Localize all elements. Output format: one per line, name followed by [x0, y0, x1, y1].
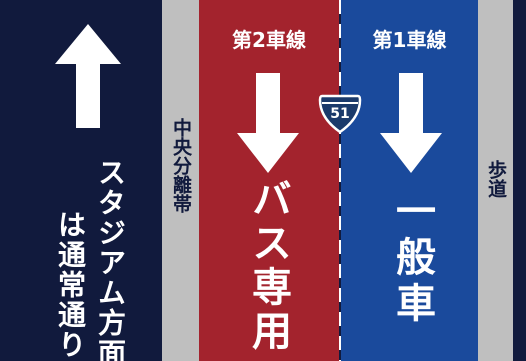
- median-label: 中央分離帯: [170, 118, 192, 213]
- sidewalk: 歩道: [478, 0, 513, 361]
- lane-divider-dashed: [339, 0, 341, 361]
- right-edge: [513, 0, 526, 361]
- stadium-direction-note-line2: は通常通り: [54, 210, 87, 360]
- route-shield-icon: 51: [318, 94, 362, 134]
- arrow-up-icon: [55, 24, 121, 128]
- sidewalk-label: 歩道: [485, 160, 507, 198]
- route-number: 51: [330, 106, 350, 122]
- median-strip: 中央分離帯: [162, 0, 199, 361]
- arrow-down-icon: [237, 73, 299, 173]
- lane-1-title: 第1車線: [372, 28, 447, 52]
- lane-1-general: 第1車線 一般車: [341, 0, 478, 361]
- lane-2-title: 第2車線: [232, 28, 306, 52]
- lane-2-bus: 第2車線 バス専用: [199, 0, 339, 361]
- lane-1-usage: 一般車: [389, 190, 435, 328]
- stadium-direction-note-line1: スタジアム方面: [94, 158, 127, 361]
- arrow-down-icon: [380, 73, 442, 173]
- lane-2-usage: バス専用: [245, 178, 291, 354]
- left-normal-area: スタジアム方面 は通常通り: [0, 0, 162, 361]
